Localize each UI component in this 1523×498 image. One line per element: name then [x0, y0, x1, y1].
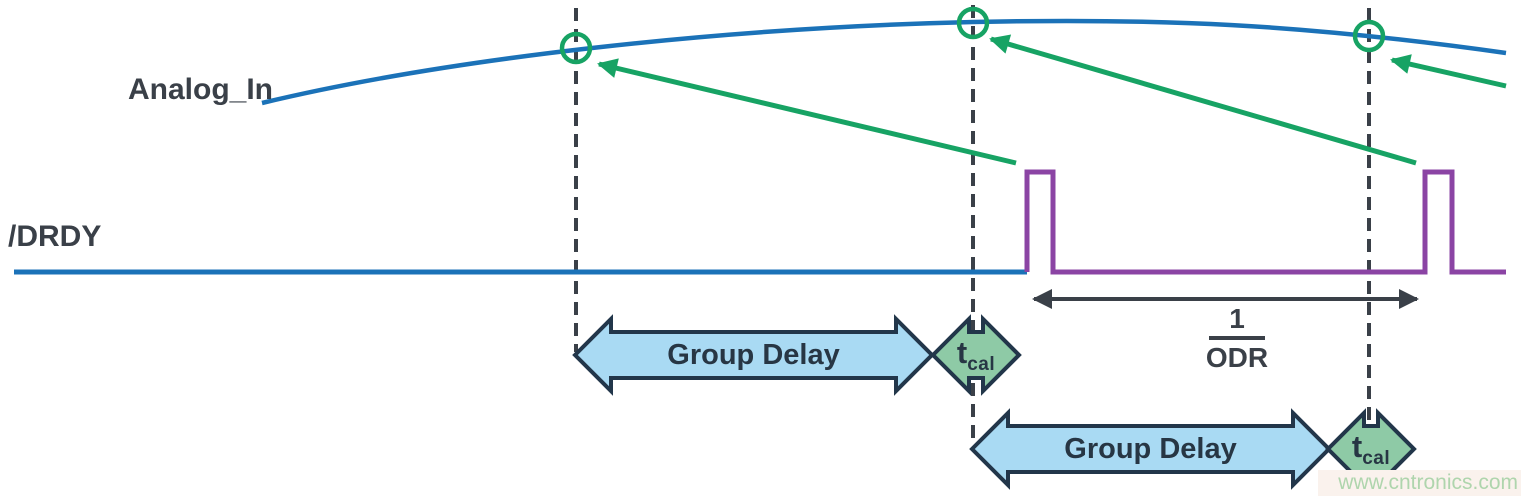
tcal-base-2: t: [1351, 429, 1363, 464]
odr-denominator: ODR: [1205, 342, 1269, 373]
drdy-pulse-trace: [1024, 169, 1506, 275]
acquisition-arrows: [597, 34, 1507, 166]
tcal-base-1: t: [956, 335, 968, 370]
acquisition-arrow-1: [597, 58, 1017, 166]
tcal-sub-2: cal: [1362, 448, 1391, 469]
analog-in-label: Analog_In: [128, 73, 274, 106]
sample-point-markers: [559, 6, 1386, 65]
sample-instant-dashed-lines: [574, 5, 1371, 492]
group-delay-label-1: Group Delay: [667, 339, 840, 371]
group-delay-label-2: Group Delay: [1064, 433, 1237, 465]
odr-numerator: 1: [1209, 304, 1265, 340]
drdy-label: /DRDY: [8, 220, 102, 253]
tcal-diamond-1: [930, 314, 1022, 396]
analog-in-curve: [261, 18, 1507, 106]
sample-circle-3: [1352, 19, 1386, 53]
sample-circle-1: [559, 31, 593, 65]
tcal-label-2: tcal: [1328, 430, 1414, 476]
acquisition-arrow-3: [1390, 54, 1507, 89]
sample-circle-2: [956, 6, 990, 40]
watermark: www.cntronics.com: [1318, 470, 1521, 496]
acquisition-arrow-2: [989, 34, 1417, 166]
tcal-label-1: tcal: [933, 336, 1019, 382]
odr-fraction: 1 ODR: [1205, 303, 1269, 374]
tcal-sub-1: cal: [967, 354, 996, 375]
